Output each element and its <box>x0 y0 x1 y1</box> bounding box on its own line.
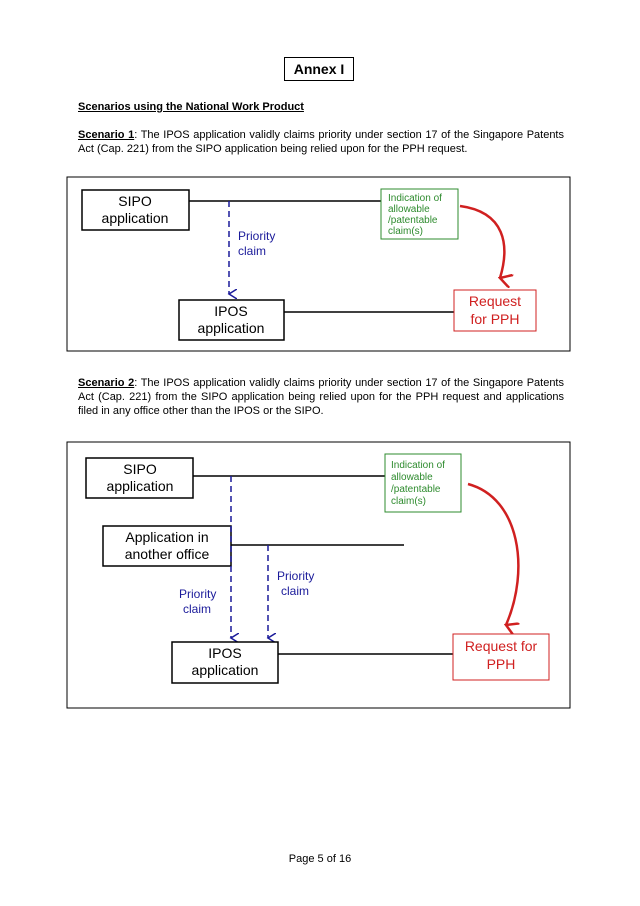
d2-other-office-box: Application in another office <box>102 525 232 567</box>
scenario-1-label: Scenario 1 <box>78 129 135 141</box>
d1-ipos-box: IPOS application <box>178 299 285 341</box>
d1-sipo-line1: SIPO <box>118 193 152 209</box>
d2-request-line1: Request for <box>465 638 538 654</box>
d1-priority-line1: Priority <box>238 229 275 243</box>
d1-indication-line1: Indication of <box>388 193 442 204</box>
scenario-2-paragraph: Scenario 2: The IPOS application validly… <box>78 376 564 418</box>
d1-red-arrow <box>459 204 504 278</box>
d2-priority-left-line2: claim <box>183 602 211 616</box>
d2-indication-line1: Indication of <box>391 460 445 471</box>
diagram-1-frame <box>66 176 571 352</box>
d2-other-line2: another office <box>125 546 210 562</box>
d2-indication-line4: claim(s) <box>391 496 426 507</box>
diagram-scenario-2: SIPO application Indication of allowable… <box>66 441 571 709</box>
d2-priority-right-line2: claim <box>281 584 309 598</box>
d1-indication-line2: allowable <box>388 204 430 215</box>
section-heading: Scenarios using the National Work Produc… <box>78 101 304 113</box>
scenario-1-paragraph: Scenario 1: The IPOS application validly… <box>78 128 564 156</box>
diagram-scenario-1: SIPO application Indication of allowable… <box>66 176 571 352</box>
scenario-2-text: : The IPOS application validly claims pr… <box>78 377 564 417</box>
d1-request-box: Request for PPH <box>453 289 537 332</box>
d2-sipo-line1: SIPO <box>123 461 157 477</box>
page-number: Page 5 of 16 <box>288 853 352 865</box>
d2-ipos-line1: IPOS <box>208 645 241 661</box>
d2-sipo-box: SIPO application <box>85 457 194 499</box>
annex-title: Annex I <box>284 57 354 81</box>
d2-priority-right-line1: Priority <box>277 569 314 583</box>
d2-priority-left-line1: Priority <box>179 587 216 601</box>
d1-ipos-line1: IPOS <box>214 303 247 319</box>
d1-sipo-box: SIPO application <box>81 189 190 231</box>
d1-sipo-line2: application <box>102 210 169 226</box>
d2-indication-line3: /patentable <box>391 484 441 495</box>
d1-indication-line4: claim(s) <box>388 226 423 237</box>
d2-red-arrow <box>467 482 518 625</box>
d1-indication-line3: /patentable <box>388 215 438 226</box>
d1-ipos-line2: application <box>198 320 265 336</box>
d1-indication-box: Indication of allowable /patentable clai… <box>380 188 459 240</box>
d2-request-line2: PPH <box>487 656 516 672</box>
d1-request-line1: Request <box>469 293 521 309</box>
d1-request-line2: for PPH <box>470 311 519 327</box>
d2-ipos-box: IPOS application <box>171 641 279 684</box>
scenario-1-text: : The IPOS application validly claims pr… <box>78 129 564 155</box>
d1-priority-line2: claim <box>238 244 266 258</box>
d2-sipo-line2: application <box>107 478 174 494</box>
scenario-2-label: Scenario 2 <box>78 377 135 389</box>
d2-indication-line2: allowable <box>391 472 433 483</box>
diagram-2-frame <box>66 441 571 709</box>
d2-indication-box: Indication of allowable /patentable clai… <box>384 453 462 513</box>
d2-request-box: Request for PPH <box>452 633 550 681</box>
d2-other-line1: Application in <box>125 529 208 545</box>
d2-ipos-line2: application <box>192 662 259 678</box>
